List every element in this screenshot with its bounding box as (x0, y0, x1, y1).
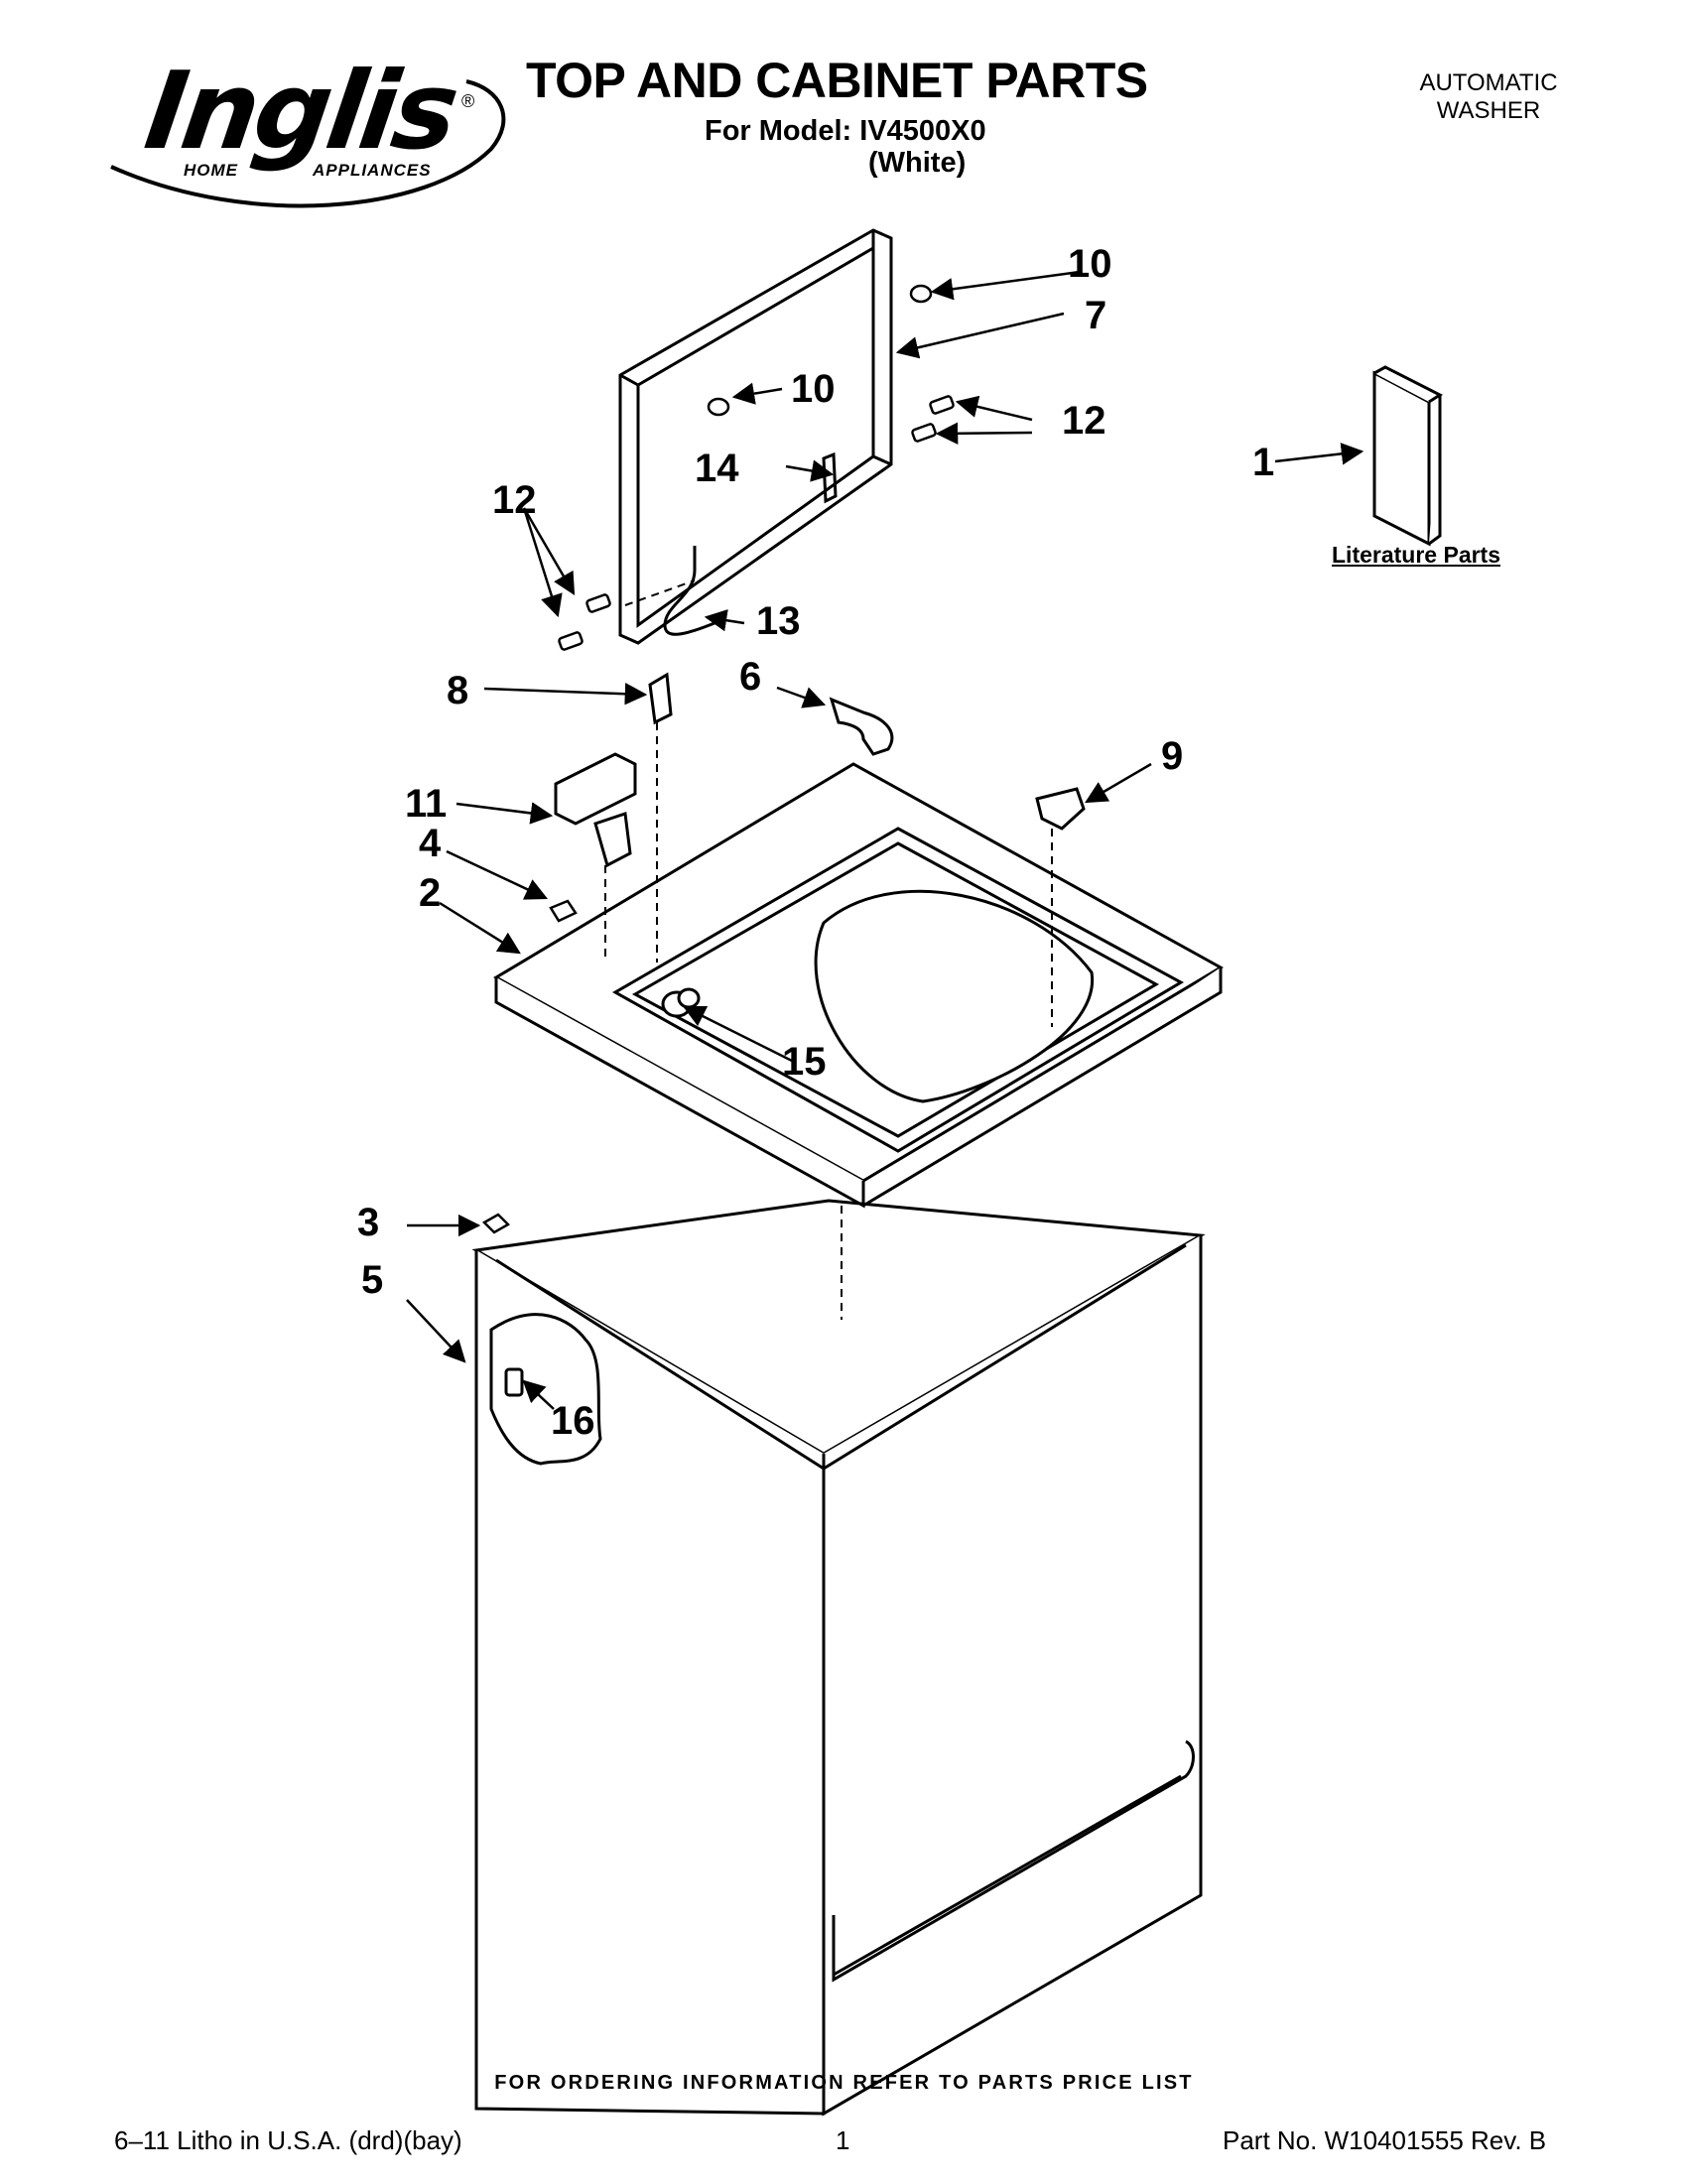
brand-logo: Inglis (138, 50, 462, 174)
brand-sub-right: APPLIANCES (313, 161, 432, 180)
registered-mark: ® (461, 91, 475, 111)
literature-booklet (1372, 365, 1444, 547)
product-type-line1: AUTOMATIC (1419, 69, 1558, 96)
callout-9: 9 (1161, 734, 1184, 778)
callout-6: 6 (739, 655, 762, 699)
litho-note: 6–11 Litho in U.S.A. (drd)(bay) (114, 2125, 462, 2155)
product-type-line2: WASHER (1436, 97, 1541, 124)
callout-7: 7 (1085, 294, 1107, 337)
page-number: 1 (836, 2125, 850, 2155)
callout-11: 11 (405, 782, 448, 826)
brand-sub-left: HOME (184, 161, 238, 180)
callout-13: 13 (756, 599, 801, 643)
model-line: For Model: IV4500X0 (705, 115, 986, 147)
callout-1: 1 (1252, 441, 1275, 484)
callout-14: 14 (695, 447, 739, 490)
product-type: AUTOMATIC WASHER (1369, 69, 1608, 125)
water-inlet-nozzle (661, 987, 701, 1018)
callout-12-left: 12 (492, 478, 537, 522)
callout-2: 2 (419, 871, 442, 915)
literature-parts-label: Literature Parts (1332, 542, 1501, 568)
callout-8: 8 (447, 669, 469, 712)
logo-swoosh (110, 79, 506, 208)
cabinet (471, 1199, 1206, 2117)
callout-3: 3 (357, 1201, 380, 1244)
lid-switch (554, 672, 673, 868)
callout-4: 4 (419, 822, 442, 865)
callout-10-lower: 10 (791, 367, 836, 411)
part-number: Part No. W10401555 Rev. B (1223, 2125, 1547, 2155)
callout-15: 15 (782, 1040, 827, 1084)
hinge-screws (558, 395, 955, 651)
top-panel (492, 762, 1225, 1209)
alignment-lines (604, 579, 1053, 1320)
callout-10-top: 10 (1068, 242, 1112, 286)
leader-arrows (406, 270, 1364, 1410)
ordering-note: FOR ORDERING INFORMATION REFER TO PARTS … (494, 2072, 1194, 2094)
lid-frame (618, 228, 893, 645)
lid-hinge-wire (663, 451, 838, 636)
callout-12-right: 12 (1062, 399, 1106, 443)
page-title: TOP AND CABINET PARTS (526, 53, 1148, 108)
color-line: (White) (868, 147, 967, 179)
panel-clip (549, 899, 578, 923)
cabinet-clip (481, 1213, 511, 1234)
lid-bumpers (707, 284, 933, 417)
callout-5: 5 (361, 1258, 384, 1302)
callout-16: 16 (551, 1399, 595, 1443)
hinge-clip (829, 697, 894, 756)
dispenser-cap (1035, 787, 1086, 831)
